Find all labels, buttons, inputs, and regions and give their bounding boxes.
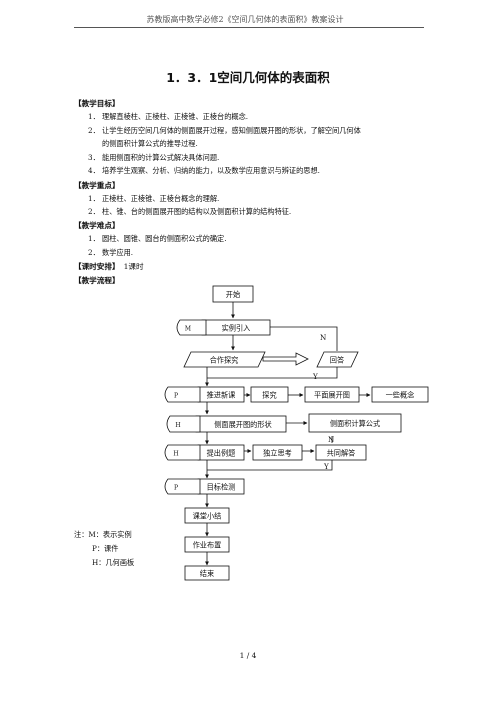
flow-node-side-shape: 侧面展开图的形状 [214, 420, 272, 429]
section-heading-difficulty: 【教学难点】 [74, 221, 120, 230]
flow-node-end: 结束 [200, 569, 214, 578]
section-heading-goals: 【教学目标】 [74, 99, 120, 108]
difficulty-item-2: 2．数学应用. [88, 248, 134, 257]
flow-tag-side-shape: H [175, 422, 180, 429]
goal-item-4: 4．培养学生观察、分析、归纳的能力，以及数学应用意识与辨证的思想. [88, 166, 320, 175]
goal-item-2: 2．让学生经历空间几何体的侧面展开过程，感知侧面展开图的形状，了解空间几何体 [88, 126, 361, 135]
flow-label-n2: N [328, 435, 334, 444]
flow-node-homework: 作业布置 [193, 541, 222, 550]
flow-node-target: 目标检测 [207, 483, 236, 492]
flow-tag-intro: M [185, 326, 191, 333]
schedule-value: 1课时 [123, 262, 144, 271]
section-heading-schedule: 【课时安排】 [74, 262, 120, 271]
flow-tag-example: H [173, 451, 178, 458]
section-heading-focus: 【教学重点】 [74, 181, 120, 190]
document-title: 1．3．1空间几何体的表面积 [166, 70, 330, 85]
flow-node-explore: 合作探究 [210, 356, 239, 365]
legend-note-h: H：几何画板 [92, 558, 135, 567]
flow-tag-target: P [174, 485, 178, 492]
difficulty-item-1: 1．圆柱、圆锥、圆台的侧面积公式的确定. [88, 234, 227, 243]
flow-node-formula: 侧面积计算公式 [330, 419, 380, 428]
header-divider [74, 27, 424, 28]
flow-node-new-lesson: 推进新课 [207, 391, 236, 400]
legend-note-m: 注：M：表示实例 [74, 530, 132, 539]
goal-item-3: 3．能用侧面积的计算公式解决具体问题. [88, 153, 220, 162]
flow-node-summary: 课堂小结 [193, 512, 222, 521]
flow-label-y2: Y [323, 462, 329, 471]
flow-label-y1: Y [312, 372, 318, 381]
flow-node-probe: 探究 [262, 391, 276, 400]
section-schedule: 【课时安排】1课时 [74, 261, 144, 272]
flow-label-n1: N [320, 333, 326, 342]
flow-node-intro: 实例引入 [222, 324, 251, 333]
flow-node-answer: 回答 [330, 356, 344, 365]
section-heading-process: 【教学流程】 [74, 276, 120, 285]
flow-node-unfold: 平面展开图 [314, 391, 350, 400]
flow-node-concepts: 一些概念 [386, 391, 415, 400]
goal-item-2-continued: 的侧面积计算公式的推导过程. [102, 139, 198, 148]
flow-node-start: 开始 [226, 290, 240, 299]
flow-node-solve: 共同解答 [327, 449, 356, 458]
focus-item-2: 2．柱、锥、台的侧面展开图的结构以及侧面积计算的结构特征. [88, 207, 292, 216]
goal-item-1: 1．理解直棱柱、正棱柱、正棱锥、正棱台的概念. [88, 112, 249, 121]
page-number: 1 / 4 [239, 651, 257, 660]
legend-note-p: P：课件 [92, 544, 119, 553]
flow-node-think: 独立思考 [263, 449, 292, 458]
page-header: 苏教版高中数学必修2《空间几何体的表面积》教案设计 [146, 15, 344, 24]
flow-tag-new-lesson: P [174, 393, 178, 400]
flow-node-example: 提出例题 [207, 449, 236, 458]
focus-item-1: 1．正棱柱、正棱锥、正棱台概念的理解. [88, 194, 220, 203]
